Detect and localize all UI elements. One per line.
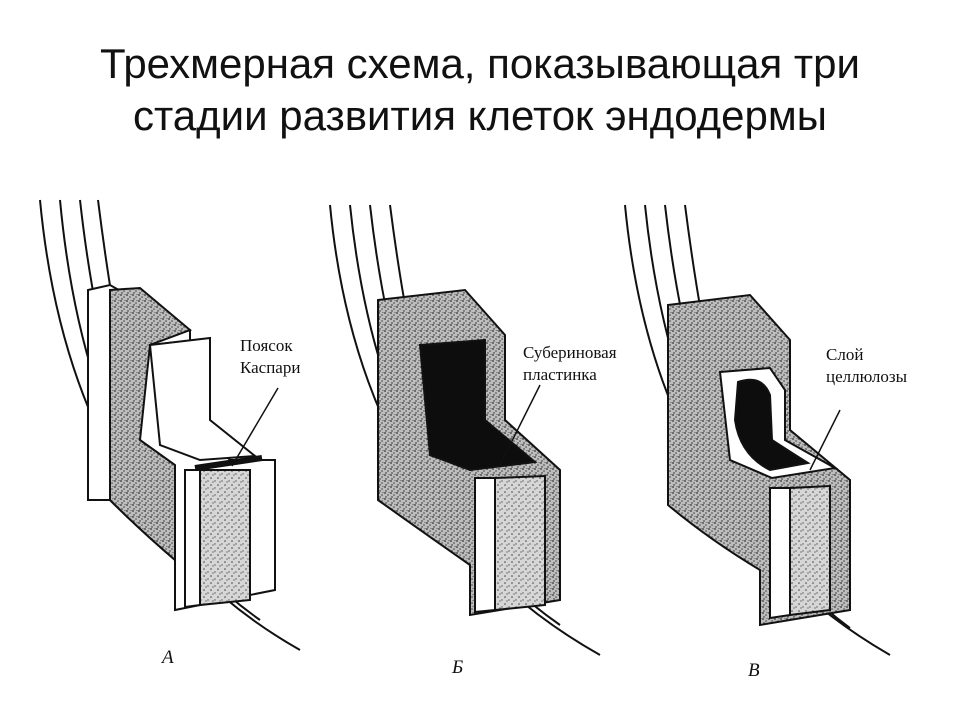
- stage-a-inner-wall: [148, 336, 258, 462]
- stage-b-drawing: [329, 204, 601, 656]
- stage-a-front-face: [199, 469, 251, 607]
- stage-b-suberin-lamella: [418, 338, 538, 472]
- title-line-1: Трехмерная схема, показывающая три: [100, 40, 860, 87]
- stage-a-letter: А: [160, 647, 174, 668]
- stage-a-label-line-1: Поясок: [240, 336, 293, 355]
- stage-c-label-line-1: Слой: [826, 345, 863, 364]
- stage-b-front-band: [474, 477, 496, 614]
- stage-c-label-line-2: целлюлозы: [826, 367, 908, 386]
- slide-title: Трехмерная схема, показывающая три стади…: [0, 38, 960, 142]
- stage-c-letter: В: [748, 660, 760, 681]
- stage-c-front-band: [769, 487, 791, 620]
- stage-c-drawing: [624, 204, 891, 656]
- stage-a-drawing: [39, 199, 301, 651]
- stage-b-label-line-2: пластинка: [523, 365, 597, 384]
- stage-b-label-pointer: [499, 384, 541, 466]
- stage-a-label-pointer: [231, 387, 279, 467]
- stage-a-wall-left: [109, 286, 192, 563]
- stage-a-front-band: [184, 469, 201, 609]
- stage-b-front-face: [494, 474, 546, 612]
- title-line-2: стадии развития клеток эндодермы: [133, 92, 827, 139]
- stage-c-front-face: [789, 484, 831, 617]
- stage-c-label-pointer: [809, 409, 841, 471]
- stage-a-label-line-2: Каспари: [240, 358, 300, 377]
- stage-b-letter: Б: [451, 657, 463, 678]
- stage-b-label-line-1: Субериновая: [523, 343, 617, 362]
- stage-a-casparian-strip: [194, 455, 263, 471]
- stage-c-lumen: [733, 378, 811, 472]
